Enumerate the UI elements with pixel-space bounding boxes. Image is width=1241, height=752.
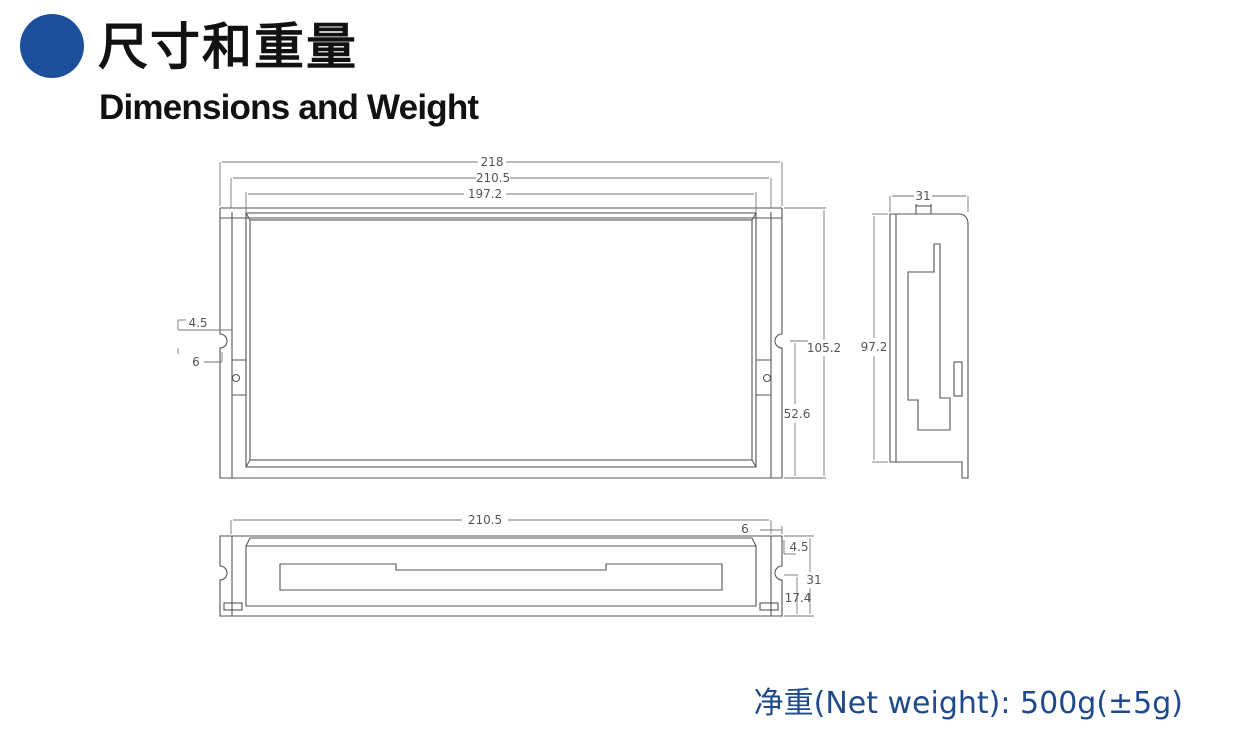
- bottom-view: [219, 535, 783, 617]
- net-weight-label: 净重(Net weight): 500g(±5g): [753, 686, 1183, 721]
- dim-bottom-height: 31: [806, 573, 821, 587]
- dim-bottom-slot-offset: 4.5: [789, 540, 808, 554]
- section-title-chinese: 尺寸和重量: [98, 18, 358, 76]
- dim-bottom-hole-height: 17.4: [785, 591, 812, 605]
- dim-front-slot-width: 6: [192, 355, 200, 369]
- front-view: [219, 207, 783, 479]
- dim-side-height: 97.2: [861, 340, 888, 354]
- dim-front-overall-width: 218: [481, 155, 504, 169]
- dim-front-slot-offset: 4.5: [188, 316, 207, 330]
- section-title-english: Dimensions and Weight: [99, 88, 479, 127]
- dim-front-hole-height: 52.6: [784, 407, 811, 421]
- dim-front-overall-height: 105.2: [807, 341, 841, 355]
- dim-bottom-slot-width: 6: [741, 522, 749, 536]
- dim-front-body-width: 197.2: [468, 187, 502, 201]
- section-bullet-icon: [20, 14, 84, 78]
- dim-side-depth: 31: [915, 189, 930, 203]
- dim-front-hole-spacing: 210.5: [476, 171, 510, 185]
- side-view: [889, 204, 969, 479]
- dim-bottom-hole-spacing: 210.5: [468, 513, 502, 527]
